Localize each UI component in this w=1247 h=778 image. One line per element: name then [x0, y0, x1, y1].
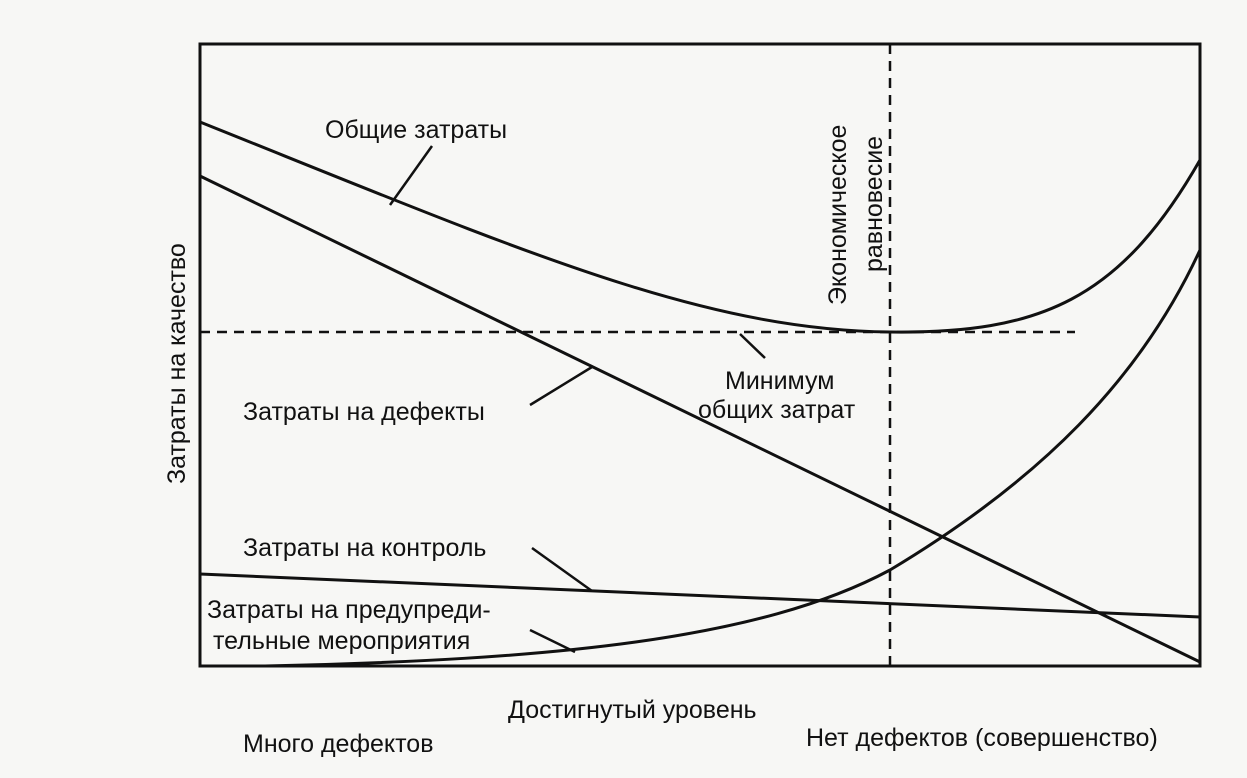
y-axis-label: Затраты на качество — [163, 243, 191, 484]
equilibrium-label-line1: Экономическое — [824, 125, 852, 305]
total-cost-leader — [388, 145, 434, 206]
equilibrium-label-line2: равновесие — [860, 136, 888, 272]
defect-cost-line — [199, 174, 1201, 664]
total-cost-label: Общие затраты — [325, 116, 507, 144]
minimum-label-line2: общих затрат — [698, 396, 856, 424]
prevention-cost-curve — [264, 249, 1202, 668]
control-cost-label: Затраты на контроль — [243, 534, 486, 562]
prevention-cost-leader — [529, 628, 576, 654]
x-axis-label: Достигнутый уровень — [508, 696, 757, 724]
minimum-cost-leader — [739, 333, 766, 359]
control-cost-leader — [531, 546, 593, 593]
control-cost-line — [199, 572, 1201, 619]
prevention-cost-label-line1: Затраты на предупреди- — [207, 596, 491, 624]
plot-frame — [198, 42, 1202, 668]
total-cost-curve — [199, 120, 1202, 334]
x-right-label: Нет дефектов (совершенство) — [806, 724, 1158, 752]
x-left-label: Много дефектов — [243, 730, 434, 758]
minimum-label-line1: Минимум — [725, 367, 834, 395]
prevention-cost-label-line2: тельные мероприятия — [213, 627, 470, 655]
defect-cost-label: Затраты на дефекты — [243, 398, 485, 426]
defect-cost-leader — [529, 365, 593, 407]
